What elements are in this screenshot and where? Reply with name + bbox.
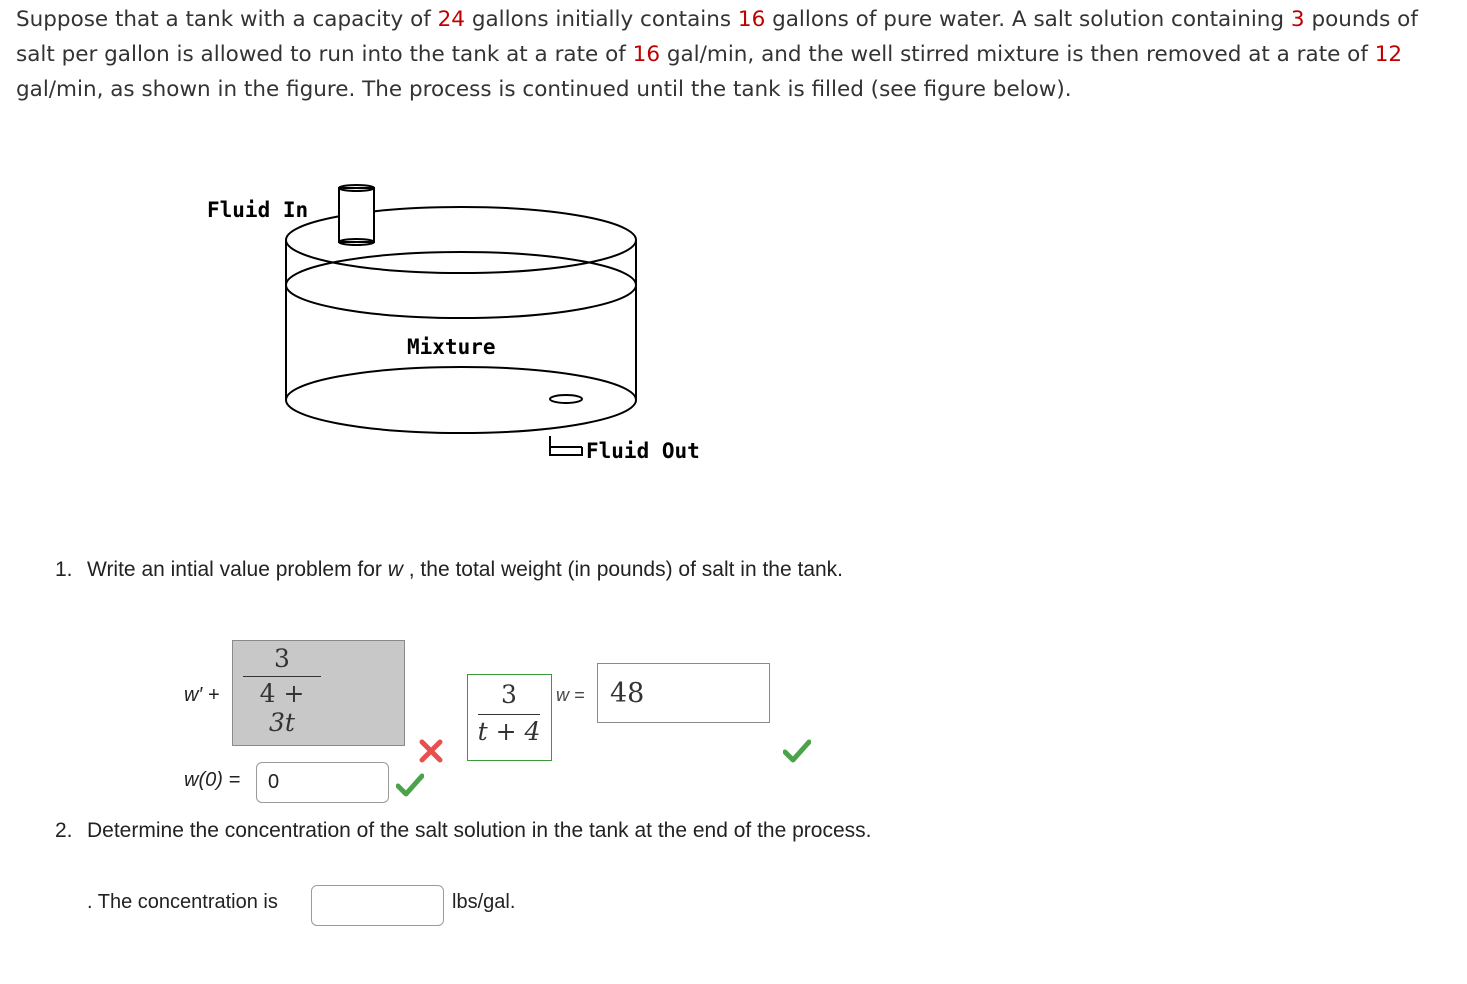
initial-volume-value: 16 [737,7,766,32]
coefficient-answer-fraction: 3 4 + 3t [242,644,322,737]
problem-text-4: pounds of salt per gallon is allowed to … [16,7,1418,67]
problem-text-5: gal/min, and the well stirred mixture is… [660,42,1375,67]
problem-text-2: gallons initially contains [464,7,738,32]
outlet-drain [549,394,583,404]
outflow-rate-value: 12 [1374,42,1403,67]
mixture-label: Mixture [407,335,496,359]
question-1-number: 1. [55,558,73,581]
inlet-pipe-top [338,184,375,192]
question-1: 1. Write an intial value problem for w , … [55,558,843,582]
question-1-text-b: , the total weight (in pounds) of salt i… [402,558,844,581]
rhs-answer-input[interactable]: 48 [597,663,770,723]
check-icon [396,773,424,797]
salt-concentration-value: 3 [1290,7,1305,32]
inlet-pipe [338,187,375,243]
fluid-in-label: Fluid In [207,198,309,222]
problem-statement: Suppose that a tank with a capacity of 2… [16,2,1456,107]
inflow-rate-value: 16 [632,42,660,67]
fluid-surface-ellipse [285,251,637,319]
initial-condition-label: w(0) = [184,769,241,791]
answer-preview-box [467,674,552,761]
outlet-pipe [549,436,583,456]
preview-denominator: t + 4 [477,717,541,746]
concentration-prefix-label: . The concentration is [87,891,278,913]
fluid-out-label: Fluid Out [586,439,700,463]
inlet-pipe-bottom [338,238,375,246]
cross-icon [419,739,443,763]
question-2: 2. Determine the concentration of the sal… [55,819,871,843]
concentration-unit-label: lbs/gal. [452,891,516,913]
coefficient-numerator: 3 [274,644,290,673]
question-2-text: Determine the concentration of the salt … [87,819,872,842]
coefficient-answer-box[interactable] [232,640,405,746]
preview-fraction-bar [478,714,540,715]
tank-bottom-back [285,366,637,401]
initial-condition-input[interactable]: 0 [256,762,389,803]
coefficient-fraction-bar [243,676,321,677]
question-1-text-a: Write an intial value problem for [87,558,388,581]
coefficient-denominator-1: 4 + [259,679,305,708]
preview-numerator: 3 [501,680,517,709]
w-equals-label: w = [556,685,585,705]
w-prime-plus-label: w′ + [184,684,220,706]
question-1-variable: w [387,558,403,581]
tank-bottom-front [285,399,637,434]
problem-text-6: gal/min, as shown in the figure. The pro… [16,77,1072,102]
capacity-value: 24 [437,7,465,32]
question-2-number: 2. [55,819,73,842]
check-icon [783,739,811,763]
answer-preview-fraction: 3 t + 4 [472,680,546,746]
tank-top-ellipse [285,206,637,274]
problem-text-1: Suppose that a tank with a capacity of [16,7,438,32]
problem-text-3: gallons of pure water. A salt solution c… [765,7,1291,32]
coefficient-denominator-2: 3t [269,708,295,737]
concentration-input[interactable] [311,885,444,926]
